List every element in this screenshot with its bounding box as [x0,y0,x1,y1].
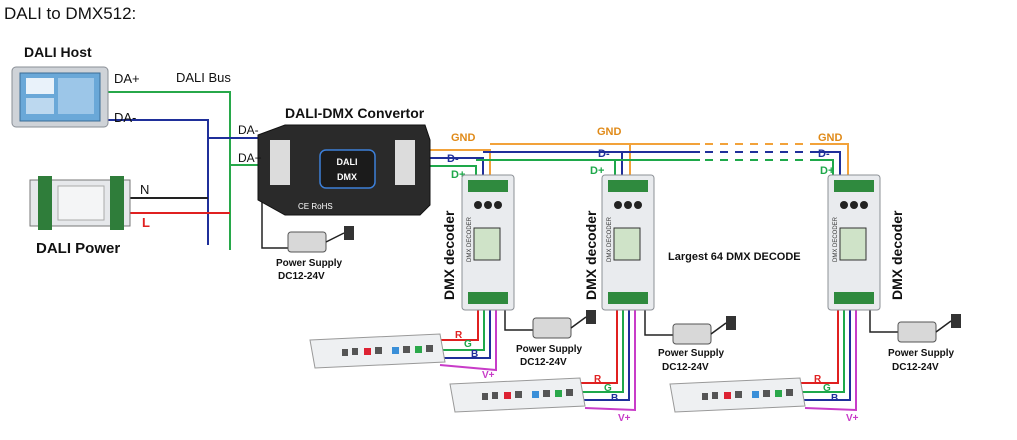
decoder-3-side-text: DMX DECODER [833,216,839,262]
g-label-3: G [823,383,831,394]
g-label-1: G [464,339,472,350]
d-minus-label-3: D- [818,148,830,160]
largest-decode-label: Largest 64 DMX DECODE [668,251,801,263]
decoder-3-label: DMX decoder [889,210,905,300]
dali-host-label: DALI Host [24,44,92,60]
d-minus-label-2: D- [598,148,610,160]
led-strip-3 [669,377,806,413]
dmx-bus-wires [420,143,849,182]
g-label-2: G [604,383,612,394]
gnd-label-3: GND [818,132,843,144]
dmx-decoder-1 [461,174,515,311]
power-supply-adapter-1 [287,226,354,253]
vplus-label-2: V+ [618,413,631,424]
b-label-2: B [611,393,618,404]
b-label-1: B [471,349,478,360]
decoder-2-side-text: DMX DECODER [607,216,613,262]
power-supply-1-label: Power Supply [276,258,343,269]
power-supply-adapter-2 [532,310,596,339]
converter-da-plus-label: DA+ [238,151,262,165]
converter-logo-dali: DALI [337,157,358,167]
power-supply-2-voltage: DC12-24V [520,357,567,368]
power-supply-2-label: Power Supply [516,344,583,355]
d-plus-label-3: D+ [820,165,834,177]
dali-power-device [29,176,131,230]
dmx-decoder-3 [827,174,881,311]
power-l-label: L [142,215,150,230]
power-supply-4-voltage: DC12-24V [892,362,939,373]
dmx-decoder-2 [601,174,655,311]
dali-host-device [11,66,109,128]
power-supply-1-voltage: DC12-24V [278,271,325,282]
r-label-3: R [814,374,822,385]
power-supply-3-voltage: DC12-24V [662,362,709,373]
converter-device [257,124,431,216]
page-title: DALI to DMX512: [4,4,137,23]
vplus-label-3: V+ [846,413,859,424]
r-label-1: R [455,330,463,341]
power-supply-adapter-4 [897,314,961,343]
rgb-output-wires-2 [580,302,636,412]
power-supply-4-label: Power Supply [888,348,955,359]
rgb-output-wires-3 [800,302,857,412]
decoder-2-label: DMX decoder [583,210,599,300]
gnd-label-2: GND [597,126,622,138]
d-plus-label-2: D+ [590,165,604,177]
decoder-1-label: DMX decoder [441,210,457,300]
b-label-3: B [831,393,838,404]
power-supply-wires [261,199,900,336]
dali-bus-label: DALI Bus [176,70,231,85]
power-n-label: N [140,182,149,197]
r-label-2: R [594,374,602,385]
converter-logo-dmx: DMX [337,172,357,182]
gnd-label-1: GND [451,132,476,144]
host-da-plus-label: DA+ [114,71,140,86]
d-minus-label-1: D- [447,153,459,165]
converter-marks: CE RoHS [298,202,333,211]
led-strip-1 [309,333,446,369]
dali-power-label: DALI Power [36,240,120,257]
power-supply-3-label: Power Supply [658,348,725,359]
led-strip-2 [449,377,586,413]
rgb-output-wires-1 [439,302,497,372]
vplus-label-1: V+ [482,370,495,381]
converter-label: DALI-DMX Convertor [285,105,425,121]
decoder-1-side-text: DMX DECODER [467,216,473,262]
host-da-minus-label: DA- [114,110,136,125]
power-supply-adapter-3 [672,316,736,345]
converter-da-minus-label: DA- [238,123,259,137]
